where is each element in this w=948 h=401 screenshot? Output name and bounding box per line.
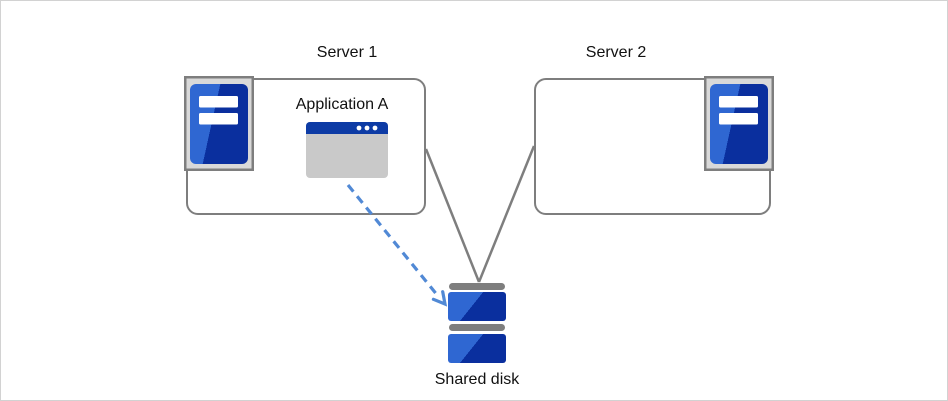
server-tower-icon (704, 76, 774, 171)
disk-stack-icon (448, 283, 506, 363)
server1-label: Server 1 (316, 44, 378, 61)
application-window-icon (306, 122, 388, 178)
application-label: Application A (295, 96, 389, 113)
server1-to-disk-line (424, 148, 481, 283)
server2-label: Server 2 (585, 44, 647, 61)
shared-disk-label: Shared disk (434, 371, 520, 388)
server2-to-disk-line (477, 145, 536, 283)
server-tower-icon (184, 76, 254, 171)
